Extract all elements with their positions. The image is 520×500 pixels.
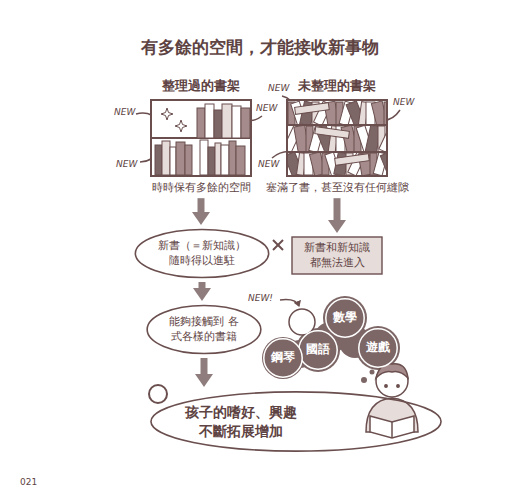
interest-bubble: 數學 bbox=[325, 298, 365, 338]
bookshelf-drawing bbox=[214, 110, 222, 138]
bookshelf-drawing bbox=[161, 108, 173, 120]
bookshelf-drawing bbox=[162, 141, 170, 175]
bookshelf-drawing bbox=[295, 103, 330, 115]
cross-mark bbox=[273, 240, 283, 250]
shelf-heading: 未整理的書架 bbox=[298, 78, 376, 95]
interest-bubble: 鋼琴 bbox=[263, 338, 303, 378]
bookshelf-drawing bbox=[151, 100, 251, 176]
flow-arrow bbox=[198, 198, 205, 212]
new-idea-circle bbox=[289, 309, 315, 335]
flow-arrow bbox=[334, 198, 341, 220]
bookshelf-drawing bbox=[380, 152, 386, 175]
bookshelf-drawing bbox=[221, 145, 229, 175]
bookshelf-drawing bbox=[315, 127, 350, 139]
node-text: 孩子的嗜好、興趣 不斷拓展增加 bbox=[178, 403, 304, 439]
child-figure bbox=[385, 385, 387, 387]
cross-mark bbox=[273, 240, 283, 250]
node-text: 能夠接觸到 各式各樣的書籍 bbox=[164, 315, 244, 344]
new-tag: NEW bbox=[256, 104, 277, 114]
bookshelf-drawing bbox=[208, 147, 215, 175]
bookshelf-drawing bbox=[185, 145, 192, 175]
node-outline bbox=[151, 392, 441, 451]
title: 有多餘的空間，才能接收新事物 bbox=[0, 36, 520, 59]
node-outline bbox=[147, 306, 261, 354]
bookshelf-messy: 未整理的書架塞滿了書，甚至沒有任何縫隙 bbox=[262, 78, 412, 195]
node-text: 新書（＝新知識） 隨時得以進駐 bbox=[156, 239, 248, 268]
new-tag: NEW bbox=[116, 160, 137, 170]
outcome-ellipse: 孩子的嗜好、興趣 不斷拓展增加 bbox=[148, 390, 444, 453]
node-outline bbox=[359, 329, 397, 367]
thought-cloud bbox=[361, 377, 367, 383]
new-tag: NEW bbox=[258, 160, 279, 170]
bookshelf-drawing bbox=[285, 98, 389, 178]
child-figure bbox=[397, 385, 399, 387]
bookshelf-drawing bbox=[149, 98, 253, 178]
page-number: 021 bbox=[20, 478, 37, 488]
flow-arrow bbox=[199, 282, 206, 288]
new-arrows bbox=[280, 300, 299, 306]
result-ellipse: 新書（＝新知識） 隨時得以進駐 bbox=[134, 228, 270, 279]
shelf-caption: 時時保有多餘的空間 bbox=[152, 181, 251, 195]
node-outline bbox=[326, 299, 364, 337]
node-text: 國語 bbox=[306, 342, 330, 358]
node-text: 新書和新知識 都無法進入 bbox=[301, 241, 373, 270]
bookshelf-drawing bbox=[175, 120, 187, 132]
node-outline bbox=[148, 390, 444, 453]
interest-bubble: 國語 bbox=[298, 330, 338, 370]
bookshelf-drawing bbox=[205, 104, 214, 138]
node-text: 數學 bbox=[333, 310, 357, 326]
node-outline bbox=[292, 237, 382, 274]
node-text: 鋼琴 bbox=[271, 350, 295, 366]
child-figure bbox=[366, 364, 418, 438]
node-text: 遊戲 bbox=[366, 340, 390, 356]
flow-arrow bbox=[201, 358, 208, 374]
new-tag: NEW! bbox=[248, 294, 273, 304]
bookshelf-drawing bbox=[384, 102, 386, 125]
bookshelf-drawing bbox=[379, 125, 386, 152]
node-outline bbox=[299, 331, 337, 369]
node-outline bbox=[264, 339, 302, 377]
bookshelf-drawing bbox=[236, 146, 245, 175]
bookshelf-drawing bbox=[241, 108, 250, 138]
bookshelf-drawing bbox=[170, 147, 176, 175]
new-tag: NEW bbox=[393, 98, 414, 108]
bookshelf-drawing bbox=[155, 145, 162, 175]
bookshelf-drawing bbox=[222, 104, 232, 138]
bookshelf-drawing bbox=[215, 143, 221, 175]
node-outline bbox=[135, 230, 268, 278]
child-figure bbox=[370, 416, 414, 438]
shelf-heading: 整理過的書架 bbox=[162, 78, 240, 95]
shelf-caption: 塞滿了書，甚至沒有任何縫隙 bbox=[266, 181, 409, 195]
bookshelf-drawing bbox=[200, 140, 208, 175]
bookshelf-neat: 整理過的書架時時保有多餘的空間 bbox=[145, 78, 257, 195]
bookshelf-drawing bbox=[287, 124, 387, 126]
new-arrows bbox=[136, 96, 400, 306]
result-box: 新書和新知識 都無法進入 bbox=[291, 236, 383, 275]
bookshelf-drawing bbox=[287, 151, 387, 153]
bookshelf-drawing bbox=[288, 101, 386, 175]
bookshelf-drawing bbox=[287, 100, 387, 176]
bookshelf-drawing bbox=[232, 106, 241, 138]
new-tag: NEW bbox=[114, 108, 135, 118]
new-tag: NEW bbox=[268, 84, 289, 94]
thought-cloud bbox=[370, 370, 375, 375]
cross-mark bbox=[273, 240, 283, 250]
circle-mark bbox=[149, 385, 167, 403]
bookshelf-drawing bbox=[229, 141, 236, 175]
child-figure bbox=[391, 422, 393, 438]
bookshelf-drawing bbox=[197, 108, 205, 138]
bookshelf-drawing bbox=[176, 142, 185, 175]
interest-bubble: 遊戲 bbox=[358, 328, 398, 368]
result-ellipse: 能夠接觸到 各式各樣的書籍 bbox=[146, 304, 262, 355]
bookshelf-drawing bbox=[335, 154, 370, 166]
bookshelf-drawing bbox=[287, 100, 387, 176]
